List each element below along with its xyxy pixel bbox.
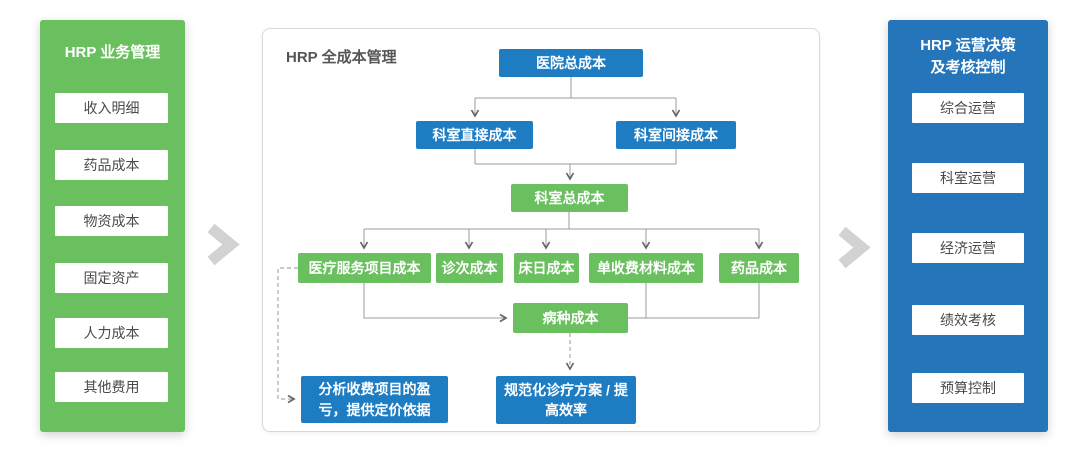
right-item-performance-appraisal: 绩效考核 [912, 305, 1024, 335]
right-item-budget-control: 预算控制 [912, 373, 1024, 403]
node-medical-service-item-cost: 医疗服务项目成本 [298, 253, 431, 283]
right-item-comprehensive-operation: 综合运营 [912, 93, 1024, 123]
node-bed-day-cost: 床日成本 [514, 253, 579, 283]
chevron-right-icon [834, 225, 872, 275]
node-dept-total-cost: 科室总成本 [511, 184, 628, 212]
panel-right-title-line1: HRP 运营决策 [920, 37, 1016, 54]
chevron-right-icon [203, 222, 241, 272]
node-dept-indirect-cost: 科室间接成本 [616, 121, 736, 149]
panel-right-title-line2: 及考核控制 [930, 58, 1006, 76]
center-title: HRP 全成本管理 [286, 49, 397, 66]
right-item-economic-operation: 经济运营 [912, 233, 1024, 263]
node-dept-direct-cost: 科室直接成本 [416, 121, 533, 149]
panel-hrp-business-management: HRP 业务管理 收入明细 药品成本 物资成本 固定资产 人力成本 其他费用 [40, 20, 185, 432]
node-pricing-analysis: 分析收费项目的盈亏，提供定价依据 [301, 376, 448, 423]
panel-hrp-full-cost-management: HRP 全成本管理 [262, 28, 820, 432]
left-item-fixed-assets: 固定资产 [55, 263, 168, 293]
left-item-labor-cost: 人力成本 [55, 318, 168, 348]
node-hospital-total-cost: 医院总成本 [499, 49, 643, 77]
left-item-other-expenses: 其他费用 [55, 372, 168, 402]
panel-left-title: HRP 业务管理 [64, 44, 161, 61]
panel-hrp-operation-decision: HRP 运营决策 及考核控制 综合运营 科室运营 经济运营 绩效考核 预算控制 [888, 20, 1048, 432]
node-single-charge-material-cost: 单收费材料成本 [589, 253, 703, 283]
node-disease-type-cost: 病种成本 [513, 303, 628, 333]
left-item-revenue-detail: 收入明细 [55, 93, 168, 123]
node-drug-cost: 药品成本 [719, 253, 799, 283]
right-item-dept-operation: 科室运营 [912, 163, 1024, 193]
left-item-drug-cost: 药品成本 [55, 150, 168, 180]
flow-connectors [277, 77, 764, 404]
panel-right-title: HRP 运营决策 及考核控制 [888, 35, 1048, 79]
node-visit-cost: 诊次成本 [436, 253, 503, 283]
node-standardized-plan: 规范化诊疗方案 / 提高效率 [496, 376, 636, 424]
left-item-material-cost: 物资成本 [55, 206, 168, 236]
